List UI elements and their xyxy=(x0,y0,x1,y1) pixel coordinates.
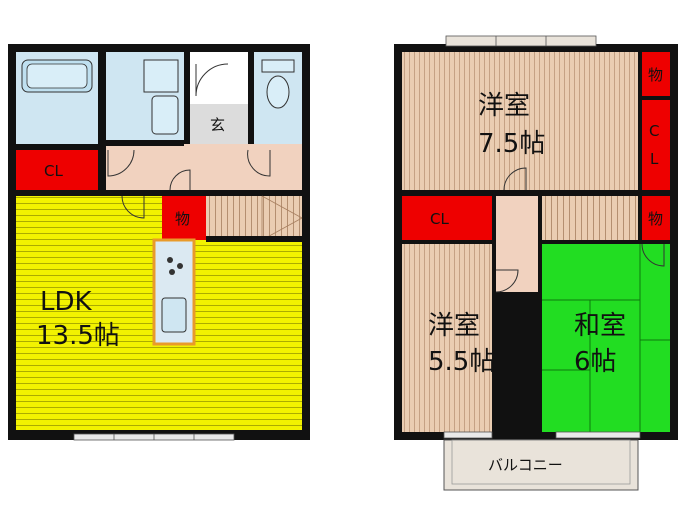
japanese-size: 6帖 xyxy=(574,347,617,377)
washing-machine xyxy=(143,59,179,93)
wall xyxy=(98,52,106,190)
window xyxy=(445,35,597,47)
japanese-name: 和室 xyxy=(574,311,626,341)
floor-2: 洋室 7.5帖 洋室 5.5帖 和室 6帖 CL C L 物 物 バルコニー xyxy=(394,35,678,491)
storage-1f-label: 物 xyxy=(175,210,190,228)
door-arc xyxy=(247,149,271,177)
bathtub-inner xyxy=(26,63,88,89)
storage-2f-top-label: 物 xyxy=(648,66,663,84)
stove-burner xyxy=(167,257,173,263)
wall xyxy=(248,52,254,144)
toilet-bowl xyxy=(266,75,290,109)
balcony-inner xyxy=(451,439,631,485)
wall xyxy=(492,196,496,432)
wall xyxy=(16,190,98,196)
wall xyxy=(16,144,98,150)
door-arc xyxy=(107,149,135,177)
wall xyxy=(402,240,492,244)
entrance-label: 玄 xyxy=(210,116,225,134)
entrance-door xyxy=(195,63,229,97)
tatami-lines xyxy=(542,244,670,432)
western-room-large xyxy=(402,52,638,190)
storage-2f-mid xyxy=(642,196,670,240)
storage-2f-mid-label: 物 xyxy=(648,210,663,228)
closet-1f-label: CL xyxy=(44,162,63,180)
wall xyxy=(206,236,302,242)
western-small-name: 洋室 xyxy=(428,311,480,341)
door-arc xyxy=(641,243,665,267)
stove-burner xyxy=(169,269,175,275)
stairs-1f xyxy=(206,196,302,240)
closet-2f-right xyxy=(642,100,670,190)
window xyxy=(555,431,641,439)
entrance-area xyxy=(190,104,248,144)
stairs-2f xyxy=(542,196,638,240)
wash-basin xyxy=(151,95,179,135)
ldk-name: LDK xyxy=(40,287,93,317)
closet-2f-left-label: CL xyxy=(430,210,449,228)
floor-1: LDK 13.5帖 CL 物 玄 xyxy=(8,44,310,441)
wall xyxy=(638,52,642,196)
door-arc xyxy=(495,269,519,293)
ldk-size: 13.5帖 xyxy=(36,321,120,351)
hall-floor xyxy=(102,144,302,190)
door-arc xyxy=(121,195,145,219)
wall xyxy=(98,190,302,196)
window xyxy=(443,431,493,439)
storage-2f-top xyxy=(642,52,670,96)
wall xyxy=(538,196,542,432)
wall xyxy=(402,190,670,196)
wall xyxy=(184,52,190,144)
toilet-tank xyxy=(261,59,295,73)
balcony xyxy=(443,439,639,491)
storage-1f xyxy=(162,196,206,240)
wall xyxy=(106,140,184,146)
door-arc xyxy=(503,167,527,191)
entrance-upper xyxy=(190,52,248,104)
wall xyxy=(542,240,670,244)
western-large-size: 7.5帖 xyxy=(478,129,545,159)
western-small-size: 5.5帖 xyxy=(428,347,495,377)
kitchen-sink xyxy=(161,297,187,333)
closet-2f-left xyxy=(402,196,492,240)
closet-1f xyxy=(16,150,98,190)
wall xyxy=(642,96,670,100)
western-large-name: 洋室 xyxy=(478,91,530,121)
closet-2f-right-l: L xyxy=(650,150,659,168)
balcony-label: バルコニー xyxy=(488,456,563,474)
closet-2f-right-c: C xyxy=(649,122,659,140)
door-arc xyxy=(169,169,191,191)
western-room-small xyxy=(402,244,492,432)
stove-burner xyxy=(177,263,183,269)
japanese-room xyxy=(542,244,670,432)
